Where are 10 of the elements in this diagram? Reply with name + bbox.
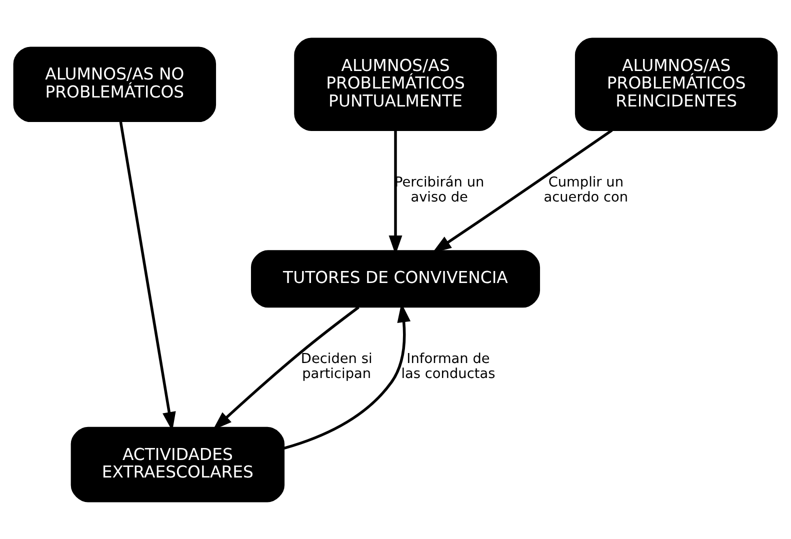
- node-box: TUTORES DE CONVIVENCIA: [250, 250, 540, 308]
- arrow: [212, 306, 360, 430]
- edge-label: Deciden si participan: [300, 350, 372, 382]
- node-box: ALUMNOS/AS PROBLEMÁTICOS PUNTUALMENTE: [294, 37, 497, 130]
- node-box: ALUMNOS/AS NO PROBLEMÁTICOS: [13, 46, 216, 122]
- node-box: ACTIVIDADES EXTRAESCOLARES: [70, 426, 285, 502]
- node-box: ALUMNOS/AS PROBLEMÁTICOS REINCIDENTES: [574, 37, 778, 130]
- edge-label: Informan de las conductas: [401, 350, 496, 382]
- arrow: [432, 128, 613, 252]
- edge-label: Cumplir un acuerdo con: [544, 174, 628, 206]
